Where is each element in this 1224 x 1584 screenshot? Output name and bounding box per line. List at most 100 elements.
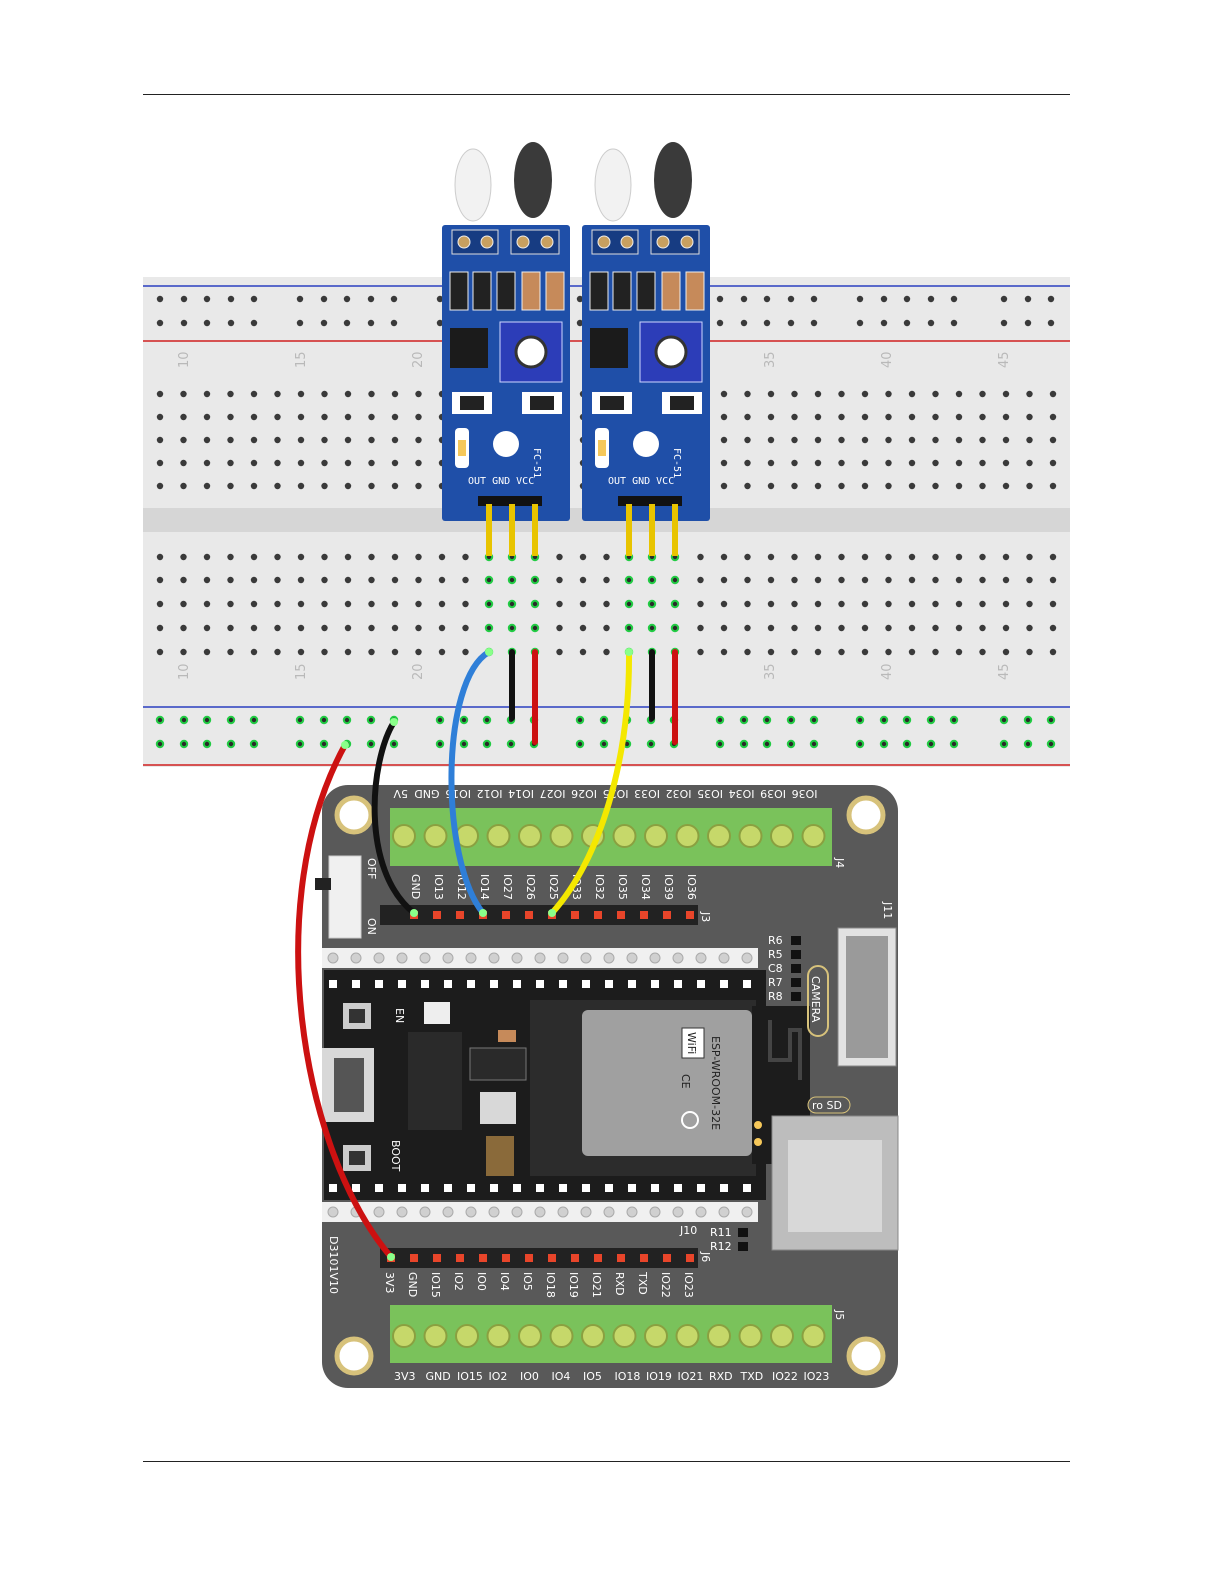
breadboard-hole[interactable] bbox=[250, 482, 258, 490]
breadboard-hole[interactable] bbox=[203, 390, 211, 398]
header-pin[interactable] bbox=[410, 1254, 418, 1262]
breadboard-hole[interactable] bbox=[744, 600, 751, 608]
breadboard-hole[interactable] bbox=[861, 624, 869, 632]
breadboard-hole[interactable] bbox=[344, 436, 352, 444]
breadboard-hole[interactable] bbox=[720, 482, 728, 490]
board-hole[interactable] bbox=[442, 952, 454, 964]
breadboard-hole[interactable] bbox=[767, 413, 775, 421]
rail-hole[interactable] bbox=[809, 739, 819, 749]
board-hole[interactable] bbox=[557, 952, 569, 964]
board-hole[interactable] bbox=[442, 1206, 454, 1218]
breadboard-hole[interactable] bbox=[415, 600, 422, 608]
breadboard-hole[interactable] bbox=[791, 624, 798, 632]
breadboard-hole[interactable] bbox=[227, 600, 234, 608]
breadboard-hole[interactable] bbox=[838, 576, 845, 584]
rail-hole[interactable] bbox=[389, 739, 399, 749]
breadboard-hole[interactable] bbox=[697, 553, 704, 561]
breadboard-hole[interactable] bbox=[744, 576, 751, 584]
rail-hole[interactable] bbox=[902, 739, 912, 749]
breadboard-hole[interactable] bbox=[530, 599, 540, 609]
board-hole[interactable] bbox=[327, 952, 339, 964]
breadboard-hole[interactable] bbox=[180, 459, 187, 467]
rail-hole[interactable] bbox=[856, 295, 864, 303]
breadboard-hole[interactable] bbox=[156, 624, 164, 632]
rail-hole[interactable] bbox=[1000, 319, 1008, 327]
breadboard-hole[interactable] bbox=[720, 459, 728, 467]
terminal-screw[interactable] bbox=[707, 1324, 731, 1348]
rail-hole[interactable] bbox=[810, 295, 818, 303]
breadboard-hole[interactable] bbox=[647, 623, 657, 633]
breadboard-hole[interactable] bbox=[274, 600, 281, 608]
board-hole[interactable] bbox=[419, 1206, 431, 1218]
breadboard-hole[interactable] bbox=[814, 576, 822, 584]
breadboard-hole[interactable] bbox=[250, 553, 258, 561]
breadboard-hole[interactable] bbox=[603, 576, 610, 584]
breadboard-hole[interactable] bbox=[979, 553, 986, 561]
breadboard-hole[interactable] bbox=[507, 575, 517, 585]
breadboard-hole[interactable] bbox=[861, 459, 869, 467]
rail-hole[interactable] bbox=[202, 715, 212, 725]
breadboard-hole[interactable] bbox=[297, 413, 305, 421]
breadboard-hole[interactable] bbox=[507, 599, 517, 609]
breadboard-hole[interactable] bbox=[908, 390, 916, 398]
breadboard-hole[interactable] bbox=[908, 413, 916, 421]
breadboard-hole[interactable] bbox=[415, 648, 422, 656]
breadboard-hole[interactable] bbox=[885, 553, 892, 561]
board-hole[interactable] bbox=[695, 1206, 707, 1218]
board-hole[interactable] bbox=[534, 1206, 546, 1218]
breadboard-hole[interactable] bbox=[180, 413, 187, 421]
breadboard-hole[interactable] bbox=[744, 624, 751, 632]
board-hole[interactable] bbox=[672, 952, 684, 964]
board-hole[interactable] bbox=[626, 952, 638, 964]
breadboard-hole[interactable] bbox=[203, 413, 211, 421]
terminal-screw[interactable] bbox=[392, 1324, 416, 1348]
rail-hole[interactable] bbox=[786, 739, 796, 749]
breadboard-hole[interactable] bbox=[979, 648, 986, 656]
rail-hole[interactable] bbox=[739, 739, 749, 749]
breadboard-hole[interactable] bbox=[556, 553, 563, 561]
rail-hole[interactable] bbox=[366, 715, 376, 725]
terminal-screw[interactable] bbox=[801, 824, 826, 848]
rail-hole[interactable] bbox=[390, 319, 398, 327]
breadboard-hole[interactable] bbox=[391, 553, 399, 561]
rail-hole[interactable] bbox=[575, 715, 585, 725]
breadboard-hole[interactable] bbox=[955, 624, 963, 632]
terminal-screw[interactable] bbox=[675, 1324, 700, 1348]
board-hole[interactable] bbox=[350, 952, 362, 964]
breadboard-hole[interactable] bbox=[250, 413, 258, 421]
rail-hole[interactable] bbox=[949, 739, 959, 749]
breadboard-hole[interactable] bbox=[484, 575, 494, 585]
breadboard-hole[interactable] bbox=[744, 553, 751, 561]
breadboard-hole[interactable] bbox=[156, 648, 164, 656]
breadboard-hole[interactable] bbox=[391, 600, 399, 608]
breadboard-hole[interactable] bbox=[321, 624, 328, 632]
breadboard-hole[interactable] bbox=[556, 576, 563, 584]
breadboard-hole[interactable] bbox=[885, 576, 892, 584]
breadboard-hole[interactable] bbox=[321, 553, 328, 561]
wire-power-main[interactable] bbox=[295, 742, 394, 1260]
board-hole[interactable] bbox=[626, 1206, 638, 1218]
breadboard-hole[interactable] bbox=[767, 553, 775, 561]
header-pin[interactable] bbox=[525, 1254, 533, 1262]
breadboard-hole[interactable] bbox=[250, 624, 258, 632]
breadboard-hole[interactable] bbox=[1049, 482, 1057, 490]
breadboard-hole[interactable] bbox=[484, 599, 494, 609]
terminal-screw[interactable] bbox=[392, 824, 416, 848]
breadboard-hole[interactable] bbox=[720, 600, 728, 608]
rail-hole[interactable] bbox=[855, 739, 865, 749]
breadboard-hole[interactable] bbox=[462, 648, 469, 656]
board-hole[interactable] bbox=[580, 952, 592, 964]
rail-hole[interactable] bbox=[296, 319, 304, 327]
rail-hole[interactable] bbox=[809, 715, 819, 725]
breadboard-hole[interactable] bbox=[932, 624, 939, 632]
breadboard-hole[interactable] bbox=[1049, 459, 1057, 467]
header-pin[interactable] bbox=[617, 1254, 625, 1262]
breadboard-hole[interactable] bbox=[767, 600, 775, 608]
breadboard-hole[interactable] bbox=[838, 459, 845, 467]
wire-signal-left[interactable] bbox=[448, 649, 492, 916]
breadboard-hole[interactable] bbox=[203, 482, 211, 490]
breadboard-hole[interactable] bbox=[297, 459, 305, 467]
breadboard-hole[interactable] bbox=[297, 624, 305, 632]
rail-hole[interactable] bbox=[926, 739, 936, 749]
breadboard-hole[interactable] bbox=[955, 553, 963, 561]
